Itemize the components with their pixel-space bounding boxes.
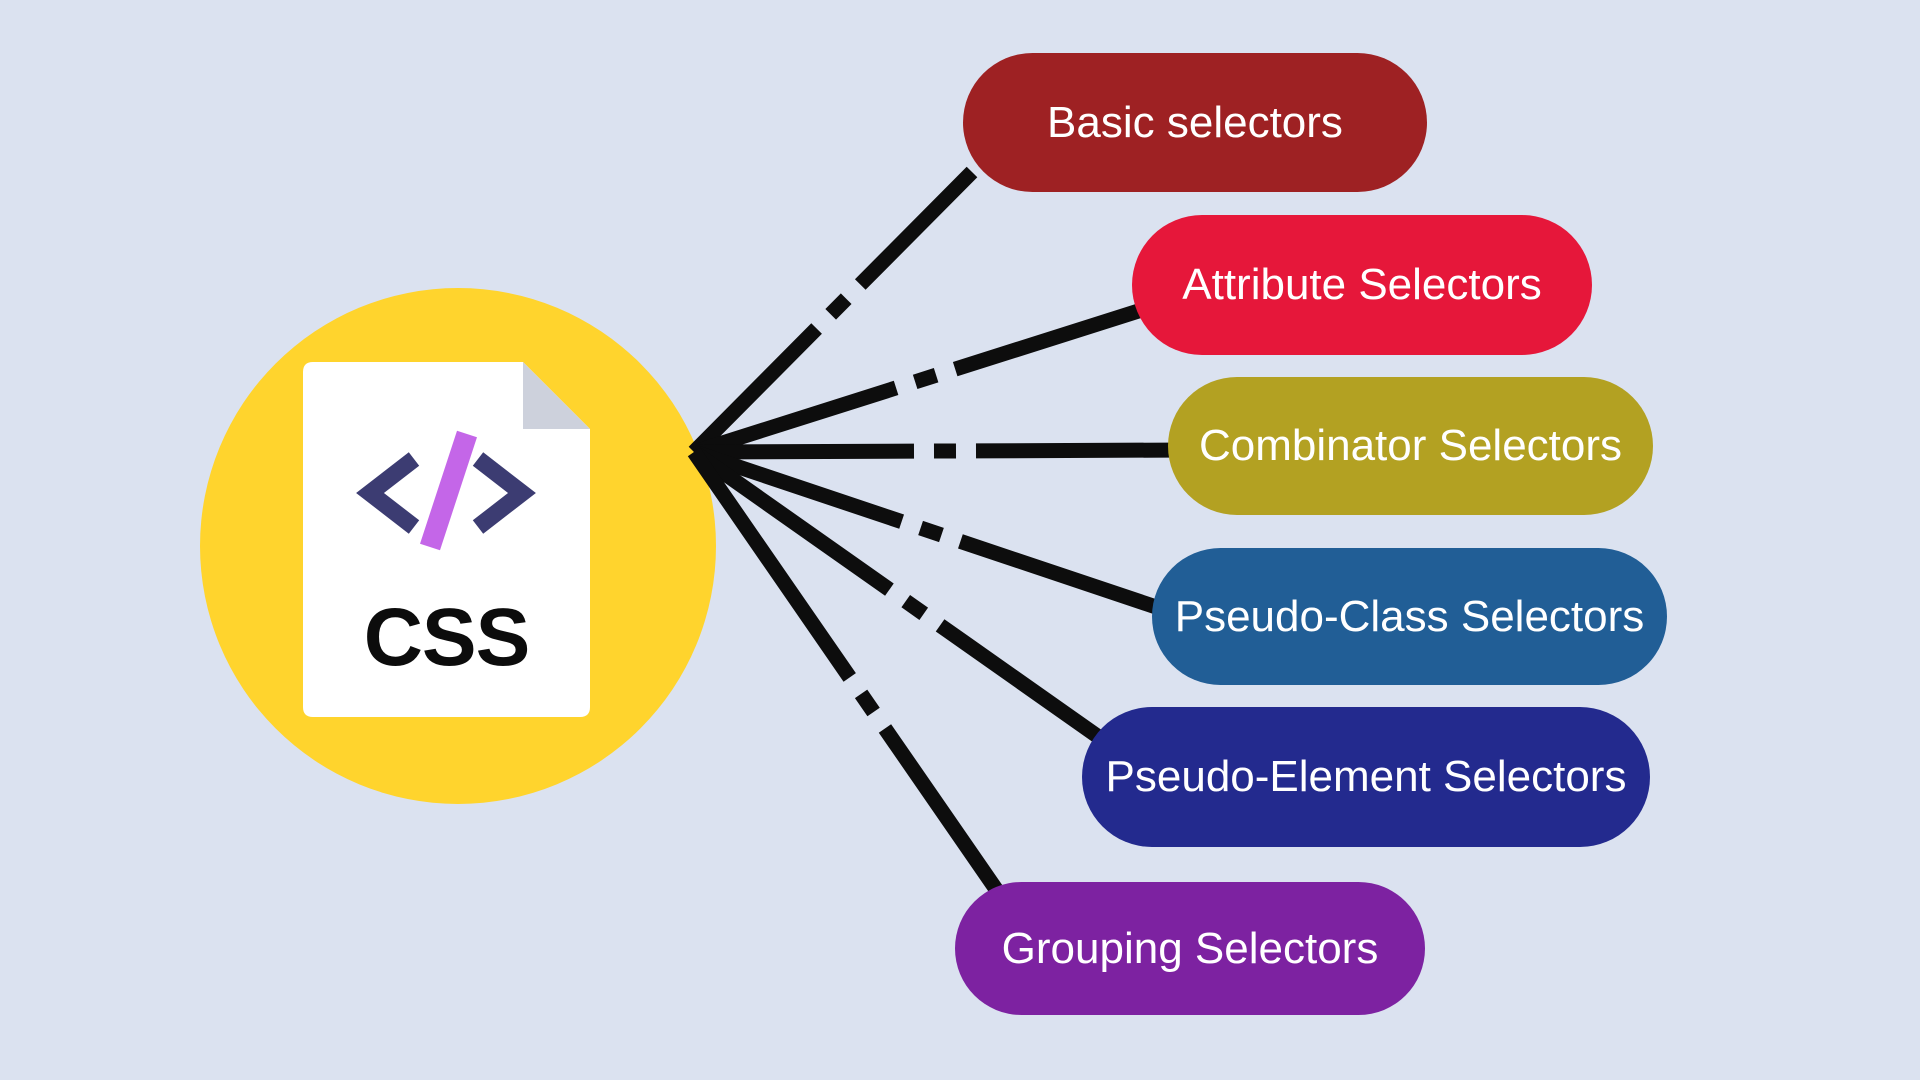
connector-line-grouping	[687, 447, 1007, 900]
connector-line-pseudo-element	[689, 445, 1115, 752]
node-label: Pseudo-Class Selectors	[1174, 591, 1645, 641]
node-combinator-selectors: Combinator Selectors	[1168, 377, 1653, 515]
slash-icon	[420, 430, 477, 551]
hub-label: CSS	[363, 592, 531, 683]
node-label: Pseudo-Element Selectors	[1105, 752, 1627, 801]
css-file-page	[303, 362, 590, 717]
node-grouping-selectors: Grouping Selectors	[955, 882, 1425, 1015]
connector-line-pseudo-class	[691, 444, 1168, 618]
node-label: Basic selectors	[1047, 97, 1343, 147]
connector-line-combinator	[693, 442, 1191, 460]
node-attribute-selectors: Attribute Selectors	[1132, 215, 1592, 355]
node-label: Combinator Selectors	[1198, 421, 1623, 470]
node-pseudo-element-selectors: Pseudo-Element Selectors	[1082, 707, 1650, 847]
connector-line-attribute	[691, 300, 1151, 460]
connector-lines	[687, 166, 1191, 900]
chevron-right-icon	[472, 452, 536, 534]
node-pseudo-class-selectors: Pseudo-Class Selectors	[1152, 548, 1667, 685]
node-basic-selectors: Basic selectors	[963, 53, 1427, 192]
connector-line-basic	[688, 166, 978, 458]
code-icon	[356, 430, 536, 551]
css-file-fold-corner	[523, 362, 590, 429]
node-label: Attribute Selectors	[1182, 260, 1542, 309]
node-label: Grouping Selectors	[1001, 923, 1379, 973]
chevron-left-icon	[356, 452, 420, 534]
